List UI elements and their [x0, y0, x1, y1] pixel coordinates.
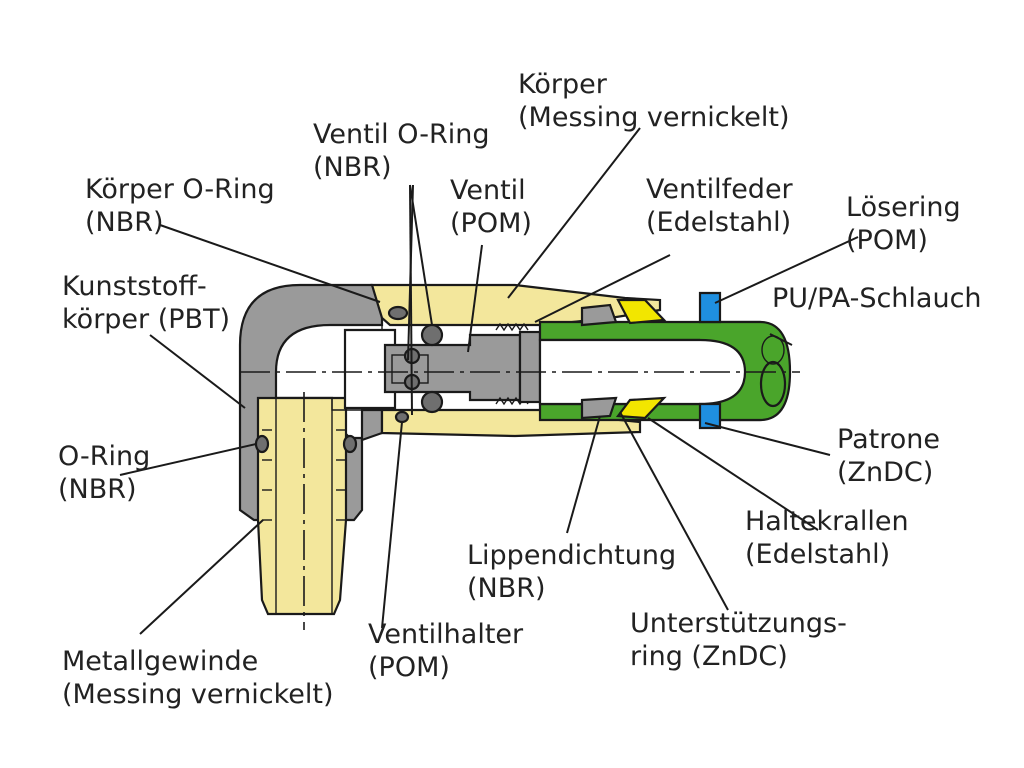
elbow-bore: [275, 324, 383, 411]
label-ventil: Ventil (POM): [450, 175, 534, 239]
holding-claws-bottom: [615, 396, 667, 420]
valve-o-ring-bottom: [420, 390, 444, 414]
lip-seal-bottom: [580, 396, 618, 420]
valve-o-ring-top: [420, 323, 444, 347]
plastic-body-pbt-lower: [360, 408, 384, 442]
brass-body-top: [370, 283, 662, 327]
label-ventilhalter: Ventilhalter (POM): [368, 619, 532, 683]
label-ventilfeder: Ventilfeder (Edelstahl): [646, 174, 801, 238]
lip-seal-top: [580, 303, 618, 327]
body-o-ring-bottom: [394, 410, 410, 424]
label-kunststoffkoerper: Kunststoff- körper (PBT): [62, 271, 230, 335]
label-lippendichtung: Lippendichtung (NBR): [467, 540, 685, 604]
label-o-ring: O-Ring (NBR): [58, 441, 159, 505]
valve-pom: [383, 333, 522, 402]
leader-lines: [119, 127, 859, 635]
valve-holder-pom: [343, 328, 397, 410]
holding-claws-top: [616, 298, 667, 325]
labels: Körper (Messing vernickelt) Ventil O-Rin…: [58, 69, 982, 710]
label-metallgewinde: Metallgewinde (Messing vernickelt): [62, 646, 334, 710]
label-patrone: Patrone (ZnDC): [837, 424, 949, 488]
label-koerper: Körper (Messing vernickelt): [518, 69, 790, 133]
body-o-ring-top: [387, 305, 409, 321]
thread-o-ring-left: [254, 434, 270, 454]
release-ring-top: [698, 291, 722, 324]
thread-lines: [262, 429, 346, 521]
label-pu-pa-schlauch: PU/PA-Schlauch: [772, 283, 982, 314]
label-ventil-oring: Ventil O-Ring (NBR): [313, 119, 498, 183]
inner-insert: [518, 330, 542, 404]
label-unterstuetzungsring: Unterstützungs- ring (ZnDC): [630, 608, 855, 672]
fitting-drawing: [238, 283, 800, 630]
tube-end-left: [759, 360, 787, 408]
release-ring-bottom: [698, 402, 722, 430]
thread-o-ring-right: [342, 434, 358, 454]
label-loesering: Lösering (POM): [846, 192, 969, 256]
label-koerper-oring: Körper O-Ring (NBR): [85, 174, 283, 238]
label-haltekrallen: Haltekrallen (Edelstahl): [745, 506, 917, 570]
